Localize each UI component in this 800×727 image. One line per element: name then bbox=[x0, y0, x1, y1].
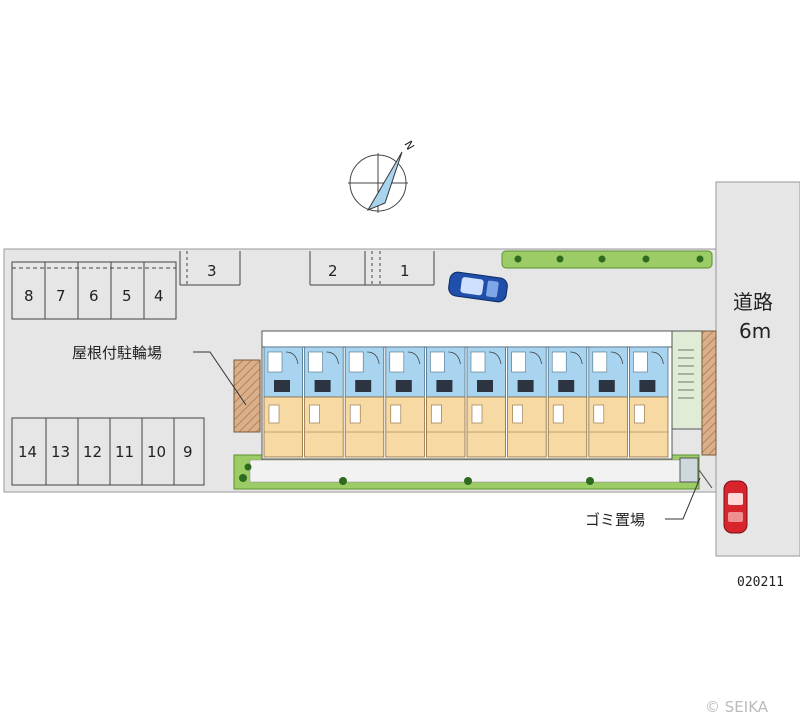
parking-space-7: 7 bbox=[56, 287, 66, 305]
parking-spaces-bottom bbox=[11, 417, 205, 486]
parking-space-6: 6 bbox=[89, 287, 99, 305]
blue-car bbox=[448, 271, 508, 303]
apartment-unit bbox=[344, 346, 385, 458]
parking-space-5: 5 bbox=[122, 287, 132, 305]
apartment-unit bbox=[385, 346, 425, 458]
bicycle-parking-label: 屋根付駐輪場 bbox=[72, 344, 162, 362]
apartment-unit bbox=[588, 346, 628, 458]
apartment-unit bbox=[547, 346, 588, 458]
apartment-unit bbox=[466, 346, 506, 458]
parking-space-8: 8 bbox=[24, 287, 34, 305]
road-width-label: 6m bbox=[739, 319, 771, 343]
apartment-unit bbox=[425, 346, 466, 458]
apartment-unit bbox=[507, 346, 547, 458]
parking-spaces-top-left bbox=[11, 261, 177, 320]
apartment-unit bbox=[304, 346, 344, 458]
parking-space-12: 12 bbox=[83, 443, 102, 461]
parking-space-11: 11 bbox=[115, 443, 134, 461]
parking-space-4: 4 bbox=[154, 287, 164, 305]
parking-space-2: 2 bbox=[328, 262, 338, 280]
parking-space-13: 13 bbox=[51, 443, 70, 461]
compass bbox=[348, 151, 408, 213]
parking-space-1: 1 bbox=[400, 262, 410, 280]
apartment-unit bbox=[263, 346, 303, 458]
compass-north-label: N bbox=[401, 139, 416, 153]
road-label: 道路 bbox=[733, 290, 773, 314]
apartment-unit bbox=[629, 346, 669, 458]
garbage-label: ゴミ置場 bbox=[585, 511, 645, 529]
apartment-units bbox=[263, 346, 669, 458]
bicycle-parking-leader bbox=[193, 351, 247, 406]
parking-space-3: 3 bbox=[207, 262, 217, 280]
garbage-leader bbox=[665, 477, 701, 520]
parking-space-10: 10 bbox=[147, 443, 166, 461]
copyright: © SEIKA bbox=[705, 698, 769, 716]
grass-strip-top bbox=[501, 250, 713, 269]
parking-space-3-outline bbox=[179, 251, 241, 286]
parking-space-14: 14 bbox=[18, 443, 37, 461]
roofed-bicycle-parking bbox=[233, 359, 261, 433]
garbage-area bbox=[679, 457, 699, 483]
parking-space-2-1-outline bbox=[309, 251, 435, 286]
parking-space-9: 9 bbox=[183, 443, 193, 461]
building-stairs bbox=[671, 330, 717, 456]
red-car bbox=[723, 480, 748, 534]
property-code: 020211 bbox=[737, 575, 784, 590]
